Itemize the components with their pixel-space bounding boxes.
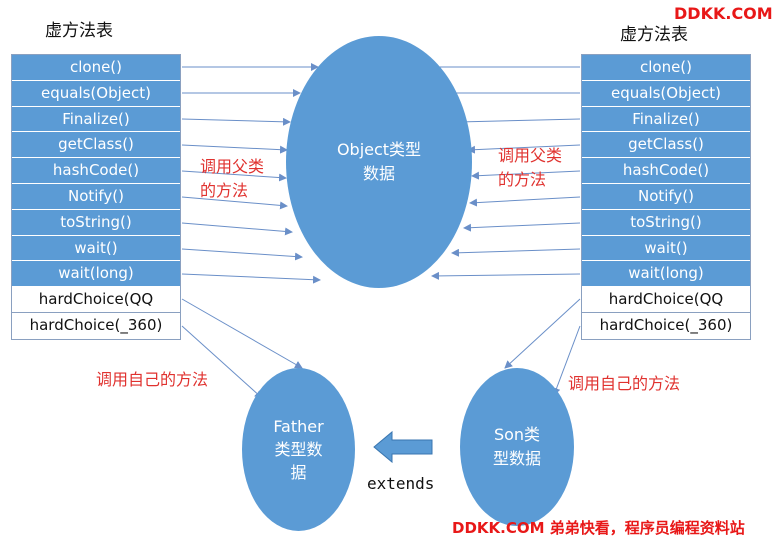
own-method-row: hardChoice(QQ [12,287,180,313]
arrow-left-notify [181,196,288,210]
left-self-call-note: 调用自己的方法 [96,370,209,389]
son-type-node: Son类 型数据 [460,368,574,526]
method-row: clone() [582,55,750,81]
method-row: toString() [12,209,180,236]
arrow-right-notify [469,196,581,207]
method-row: Finalize() [582,106,750,133]
father-type-node: Father 类型数 据 [242,368,355,531]
right-virtual-method-table: clone() equals(Object) Finalize() getCla… [581,54,751,340]
method-row: wait(long) [12,261,180,288]
arrow-left-waitlong [181,273,321,284]
note-line: 的方法 [498,170,547,189]
method-row: wait() [582,235,750,262]
arrow-right-hashcode [471,170,581,180]
arrow-right-hardchoice-360 [552,325,581,396]
arrow-left-finalize [181,117,291,126]
method-row: toString() [582,209,750,236]
arrow-left-tostring [181,222,293,236]
arrow-left-hardchoice-360 [181,325,263,399]
arrow-right-waitlong [431,271,581,280]
watermark-top: DDKK.COM [674,4,773,23]
method-row: wait(long) [582,261,750,288]
extends-label: extends [367,474,435,493]
note-line: 调用父类 [498,146,563,165]
method-row: Notify() [12,183,180,210]
left-table-title: 虚方法表 [45,21,113,41]
son-node-line1: Son类 [493,425,541,444]
arrow-left-hashcode [181,170,287,182]
right-self-call-note: 调用自己的方法 [568,374,681,393]
method-row: Notify() [582,183,750,210]
note-line: 调用父类 [200,157,265,176]
note-line: 的方法 [200,181,249,200]
own-method-row: hardChoice(QQ [582,287,750,313]
left-virtual-method-table: clone() equals(Object) Finalize() getCla… [11,54,181,340]
method-row: clone() [12,55,180,81]
arrow-left-getclass [181,144,288,154]
right-parent-call-note: 调用父类 的方法 [498,144,562,192]
left-parent-call-note: 调用父类 的方法 [200,155,264,203]
watermark-bottom: DDKK.COM 弟弟快看，程序员编程资料站 [452,519,745,537]
arrow-left-wait [181,248,303,261]
arrow-right-tostring [463,222,581,232]
father-node-line2: 类型数 [274,440,323,459]
method-row: hashCode() [12,158,180,184]
father-node-line3: 据 [290,463,307,482]
father-node-line1: Father [273,417,324,436]
arrow-right-getclass [467,144,581,154]
extends-arrow-icon [373,430,433,464]
son-node-line2: 型数据 [492,449,541,468]
arrow-right-finalize [457,117,581,126]
own-method-row: hardChoice(_360) [582,312,750,339]
object-type-node: Object类型 数据 [286,36,472,288]
method-row: getClass() [12,132,180,159]
method-row: equals(Object) [582,80,750,107]
method-row: equals(Object) [12,80,180,107]
arrow-right-hardchoice-qq [504,298,581,369]
method-row: Finalize() [12,106,180,133]
method-row: wait() [12,235,180,262]
object-node-line2: 数据 [362,164,395,183]
own-method-row: hardChoice(_360) [12,312,180,339]
method-row: hashCode() [582,158,750,184]
method-row: getClass() [582,132,750,159]
object-node-line1: Object类型 [336,140,422,159]
arrow-left-hardchoice-qq [181,298,303,369]
right-table-title: 虚方法表 [620,25,688,45]
arrow-right-wait [451,248,581,257]
